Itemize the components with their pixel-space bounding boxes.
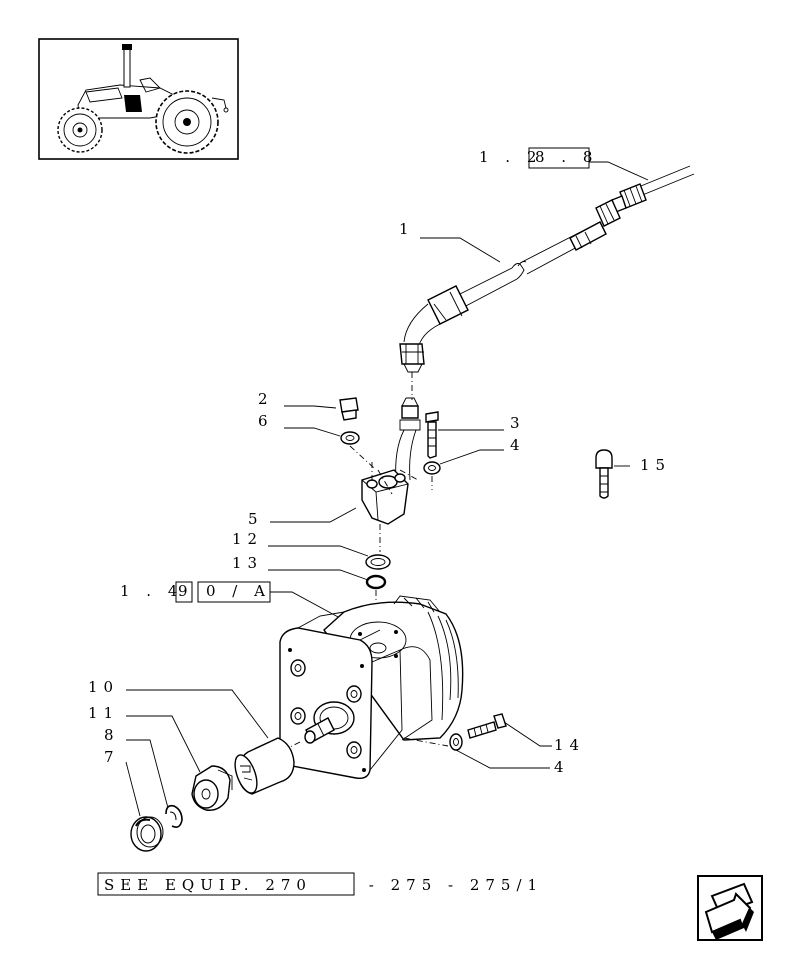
callout-15: 15 <box>640 456 671 474</box>
washer-part-4-lower[interactable]: 4 <box>449 733 570 776</box>
callout-10: 10 <box>88 678 119 696</box>
bolt-part-3[interactable]: 3 <box>425 411 526 459</box>
hydraulic-pump <box>279 595 464 780</box>
callout-3: 3 <box>510 414 526 432</box>
reference-box-2: 0 / A <box>206 582 271 600</box>
callout-6: 6 <box>258 412 274 430</box>
callout-4-lower: 4 <box>554 758 570 776</box>
bolt-part-2[interactable]: 2 <box>258 390 359 421</box>
callout-14: 14 <box>554 736 585 754</box>
callout-13: 13 <box>232 554 263 572</box>
washer-part-4-upper[interactable]: 4 <box>423 436 526 475</box>
reference-prefix: 1 . 4 <box>120 582 183 600</box>
callout-11: 11 <box>88 704 119 722</box>
callout-5: 5 <box>248 510 264 528</box>
washer-part-6[interactable]: 6 <box>258 412 360 445</box>
hose-end-fitting <box>611 165 695 213</box>
rear-wheel <box>155 90 219 154</box>
next-page-arrow-icon[interactable] <box>697 875 763 941</box>
callout-12: 12 <box>232 530 263 548</box>
reference-prefix: 1 . 2 <box>479 148 542 166</box>
bolt-part-15[interactable]: 15 <box>595 449 671 499</box>
adapter-part-11[interactable]: 11 <box>88 704 233 811</box>
callout-4-upper: 4 <box>510 436 526 454</box>
callout-7: 7 <box>104 748 120 766</box>
flange-part-5[interactable]: 5 <box>248 462 419 528</box>
callout-1: 1 <box>399 220 415 238</box>
circlip-part-8[interactable]: 8 <box>104 726 183 828</box>
seal-part-7[interactable]: 7 <box>104 748 164 852</box>
reference-1-28-8[interactable]: 1 . 2 8 . 8 <box>479 147 649 181</box>
see-equip-reference[interactable]: SEE EQUIP. 270 - 275 - 275/1 <box>97 872 543 896</box>
reference-1-49-0-A[interactable]: 1 . 4 9 0 / A <box>120 581 341 619</box>
front-wheel <box>57 107 103 153</box>
oring-part-12[interactable]: 12 <box>232 530 391 570</box>
callout-8: 8 <box>104 726 120 744</box>
reference-boxed-text: 8 . 8 <box>535 148 598 166</box>
callout-2: 2 <box>258 390 274 408</box>
oring-part-13[interactable]: 13 <box>232 554 387 590</box>
hose-part-1[interactable]: 1 <box>399 199 621 373</box>
coupling-part-10[interactable]: 10 <box>88 678 295 796</box>
tractor-thumbnail <box>38 38 239 160</box>
see-equip-boxed-text: SEE EQUIP. 270 <box>104 876 312 894</box>
see-equip-rest-text: - 275 - 275/1 <box>358 876 543 894</box>
tube-fitting <box>395 397 421 481</box>
bolt-part-14[interactable]: 14 <box>467 713 585 754</box>
reference-box-1: 9 <box>178 582 194 600</box>
